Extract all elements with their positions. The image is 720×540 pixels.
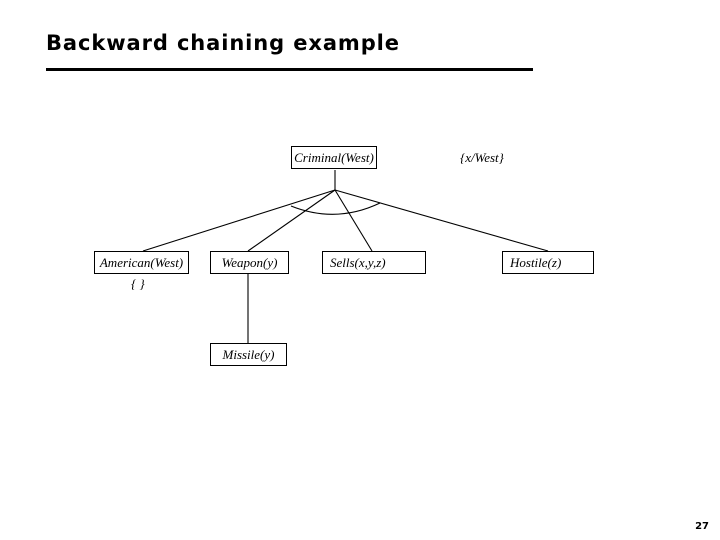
annotation-american-substitution: { } [131,276,145,291]
node-missile[interactable]: Missile(y) [210,343,287,366]
node-weapon-label: Weapon(y) [221,255,278,270]
node-sells-label: Sells(x,y,z) [330,255,386,270]
and-connector-arc [290,202,381,215]
node-criminal-label: Criminal(West) [294,150,374,165]
node-hostile-label: Hostile(z) [510,255,562,270]
node-american-label: American(West) [99,255,184,270]
page-title: Backward chaining example [46,31,400,55]
node-weapon[interactable]: Weapon(y) [210,251,289,274]
node-american[interactable]: American(West) [94,251,189,274]
node-sells[interactable]: Sells(x,y,z) [322,251,426,274]
title-underline-rule [46,68,533,71]
page-number: 27 [695,521,709,532]
edge-criminal-sells [334,189,373,252]
node-missile-label: Missile(y) [222,347,275,362]
node-hostile[interactable]: Hostile(z) [502,251,594,274]
edge-criminal-american [142,189,336,252]
edge-criminal-hostile [334,189,549,252]
annotation-root-substitution: {x/West} [460,150,504,165]
node-criminal[interactable]: Criminal(West) [291,146,377,169]
edge-criminal-weapon [247,189,336,252]
